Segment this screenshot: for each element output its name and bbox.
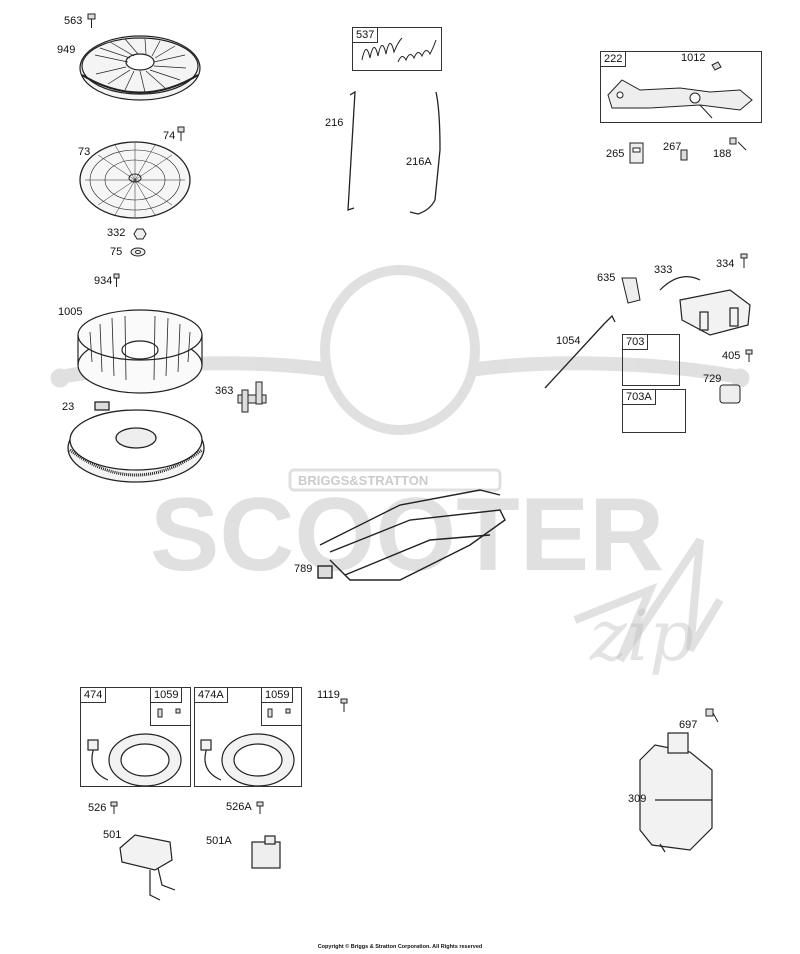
screw-334 <box>740 253 748 268</box>
springs-537 <box>361 37 437 63</box>
part-label-703A: 703A <box>623 390 656 405</box>
cable-tie-1054 <box>544 314 616 389</box>
screws-1059 <box>157 708 291 718</box>
part-label-949: 949 <box>57 44 76 56</box>
watermark-badge: BRIGGS&STRATTON <box>298 473 428 488</box>
part-label-729: 729 <box>703 373 722 385</box>
screw-934 <box>113 273 120 287</box>
watermark-script: zip <box>589 595 694 677</box>
part-label-789: 789 <box>294 563 313 575</box>
screw-1119 <box>340 698 348 712</box>
part-label-1012: 1012 <box>681 52 706 64</box>
part-label-1059-a: 1059 <box>151 688 183 703</box>
box-222: 222 <box>600 51 762 123</box>
part-label-635: 635 <box>597 272 616 284</box>
screw-1012 <box>711 61 722 71</box>
part-label-1005: 1005 <box>58 306 83 318</box>
part-label-563: 563 <box>64 15 83 27</box>
starter-motor-309 <box>639 732 713 853</box>
part-label-334: 334 <box>716 258 735 270</box>
part-label-526: 526 <box>88 802 107 814</box>
part-label-74: 74 <box>163 130 176 142</box>
nut-332 <box>133 228 147 240</box>
box-703A: 703A <box>622 389 686 433</box>
part-label-309: 309 <box>628 793 647 805</box>
screw-526A <box>256 801 264 814</box>
blower-fan-1005 <box>77 309 203 394</box>
washer-75 <box>130 247 146 257</box>
part-label-405: 405 <box>722 350 741 362</box>
box-474: 474 <box>80 687 191 787</box>
boot-635 <box>621 277 641 304</box>
part-label-75: 75 <box>110 246 123 258</box>
regulator-501A <box>251 835 281 869</box>
part-label-73: 73 <box>78 146 91 158</box>
screw-526 <box>110 801 118 814</box>
control-bracket-222 <box>607 79 753 119</box>
part-label-703: 703 <box>623 335 649 350</box>
part-label-1119: 1119 <box>317 689 340 701</box>
alternator-474A <box>200 733 295 787</box>
part-label-23: 23 <box>62 401 75 413</box>
fan-screen-73 <box>79 141 191 219</box>
part-label-265: 265 <box>606 148 625 160</box>
fan-cover-949 <box>79 35 201 101</box>
box-1059-a: 1059 <box>150 687 191 726</box>
screw-697 <box>705 708 719 723</box>
part-label-537: 537 <box>353 28 379 43</box>
wiring-harness-789 <box>317 489 506 581</box>
regulator-501 <box>119 834 176 901</box>
rod-216 <box>347 90 356 211</box>
screw-74 <box>177 126 185 141</box>
part-label-188: 188 <box>713 148 732 160</box>
part-label-697: 697 <box>679 719 698 731</box>
part-label-333: 333 <box>654 264 673 276</box>
clip-265 <box>629 142 644 164</box>
part-label-222: 222 <box>601 52 627 67</box>
part-label-526A: 526A <box>226 801 252 813</box>
box-537: 537 <box>352 27 442 71</box>
part-label-1059-b: 1059 <box>262 688 294 703</box>
box-474A: 474A <box>194 687 302 787</box>
box-703: 703 <box>622 334 680 386</box>
watermark-brand: SCOOTER <box>150 477 664 593</box>
part-label-216A: 216A <box>406 156 432 168</box>
part-label-474A: 474A <box>195 688 228 703</box>
part-label-332: 332 <box>107 227 126 239</box>
copyright-notice: Copyright © Briggs & Stratton Corporatio… <box>317 944 483 950</box>
screw-267 <box>680 149 688 161</box>
part-label-501: 501 <box>103 829 122 841</box>
part-label-501A: 501A <box>206 835 232 847</box>
screw-188 <box>729 137 747 151</box>
rod-216A <box>409 91 441 215</box>
bracket-363 <box>237 381 267 413</box>
flywheel-23 <box>67 401 205 483</box>
part-label-363: 363 <box>215 385 234 397</box>
ignition-coil-333 <box>659 276 751 336</box>
part-label-267: 267 <box>663 141 682 153</box>
switch-729 <box>719 384 741 404</box>
screw-563 <box>87 13 96 28</box>
box-1059-b: 1059 <box>261 687 302 726</box>
part-label-474: 474 <box>81 688 107 703</box>
part-label-216: 216 <box>325 117 344 129</box>
part-label-1054: 1054 <box>556 335 581 347</box>
part-label-934: 934 <box>94 275 113 287</box>
screw-405 <box>745 349 753 362</box>
